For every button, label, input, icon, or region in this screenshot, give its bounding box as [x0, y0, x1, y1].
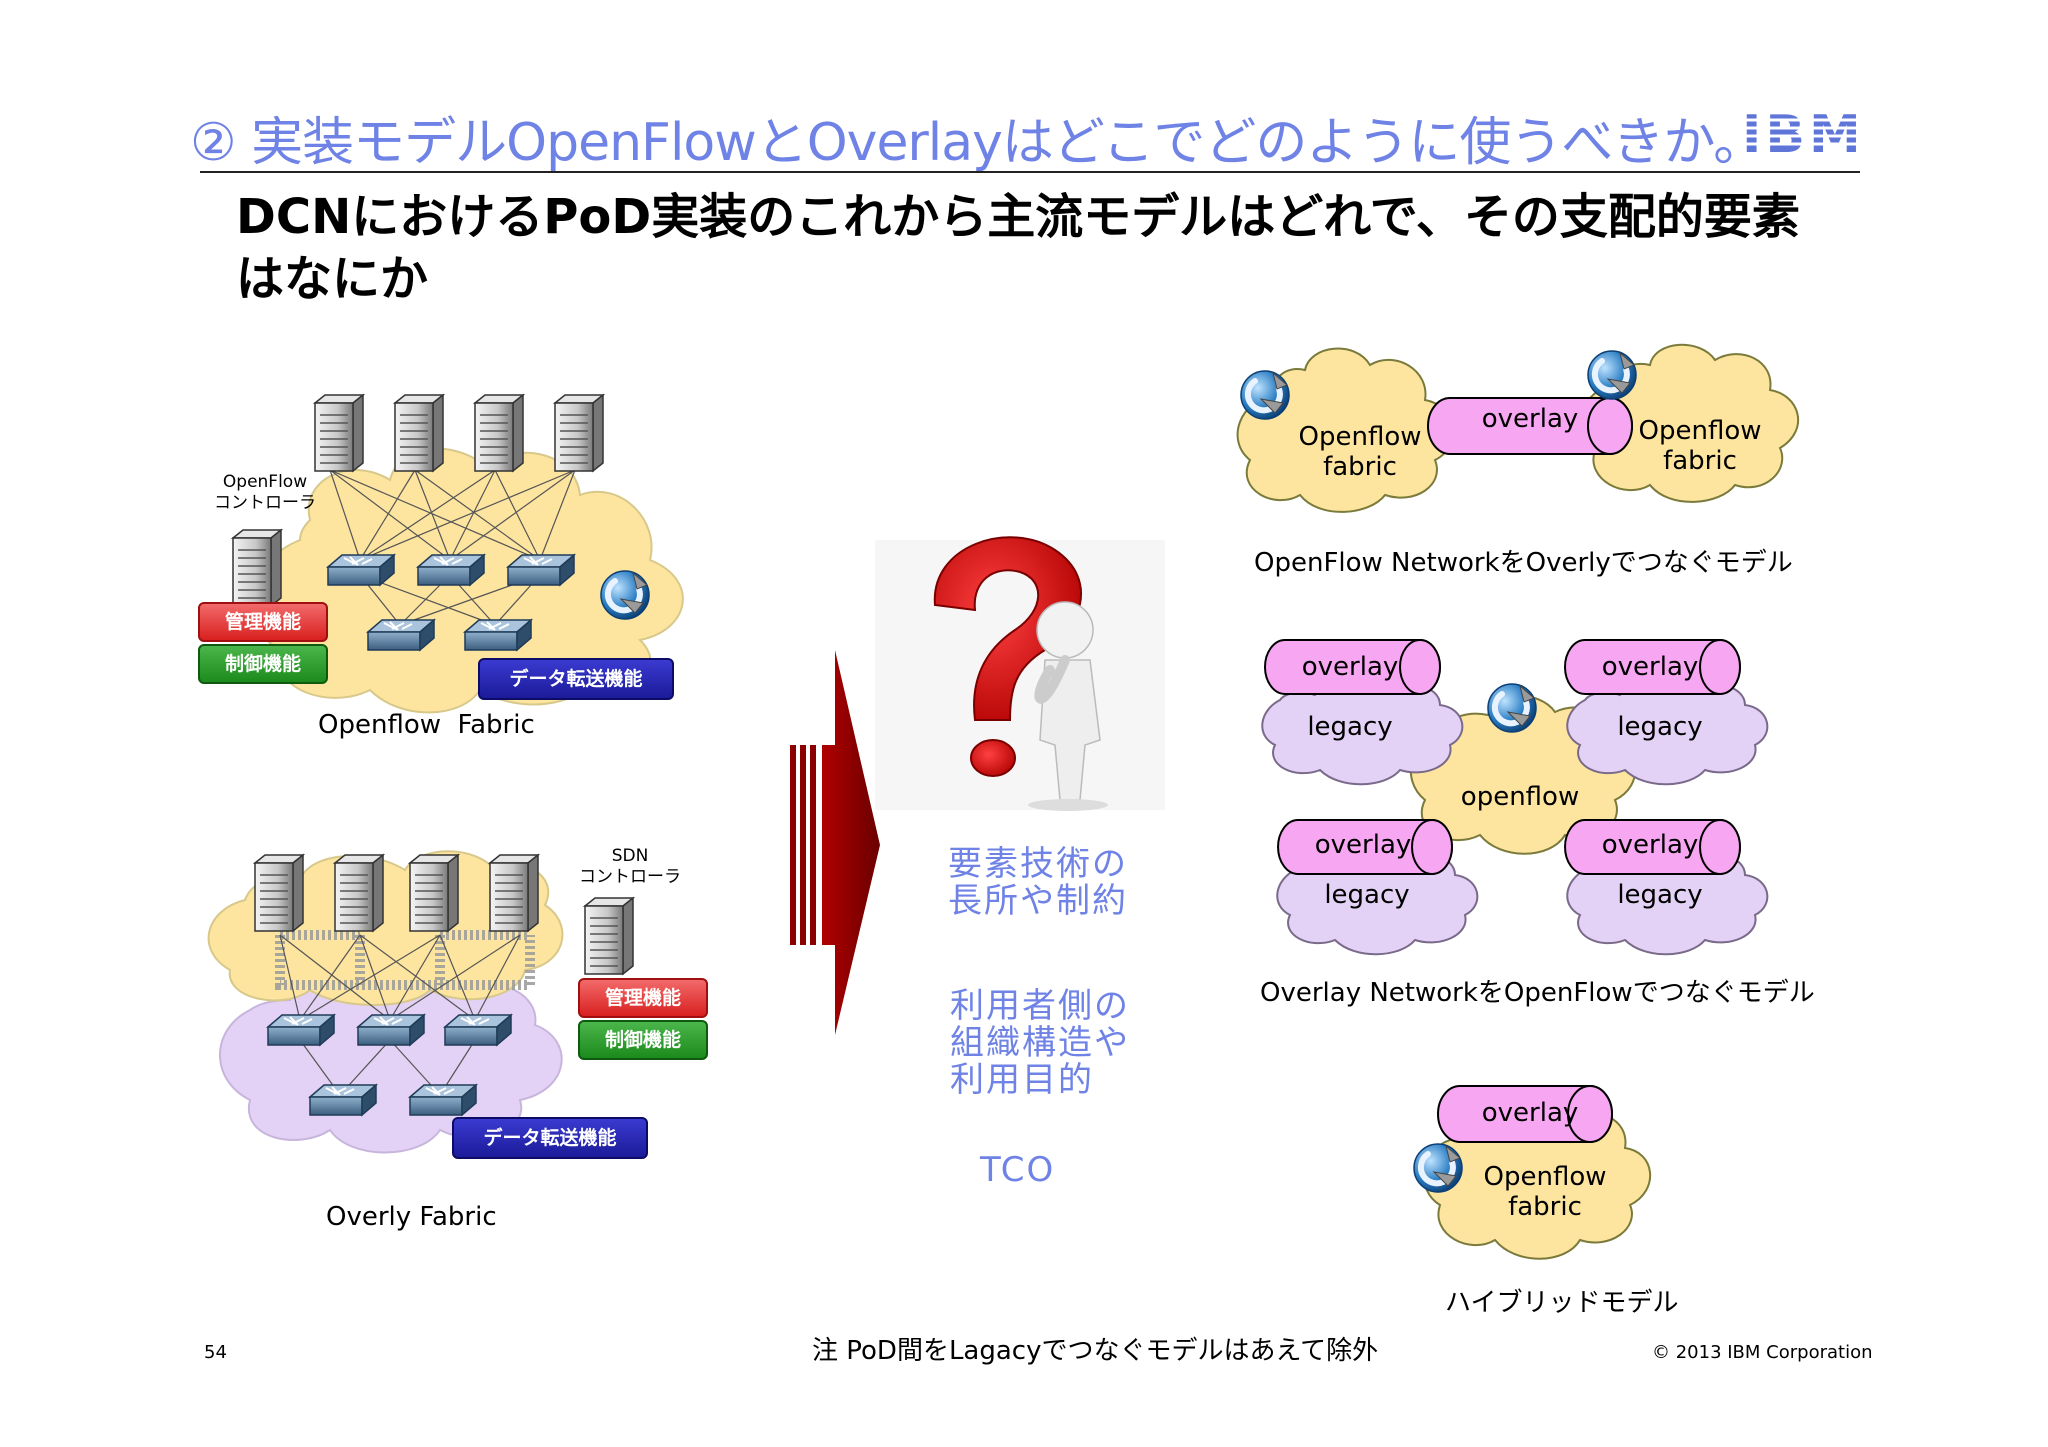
switch-icon	[367, 619, 435, 651]
slide-title: ② 実装モデルOpenFlowとOverlayはどこでどのように使うべきか。	[190, 113, 1765, 173]
openflow-control-function-box: 制御機能	[198, 644, 328, 684]
model2-diagram	[1261, 639, 1769, 956]
openflow-mgmt-function-box: 管理機能	[198, 602, 328, 642]
openflow-logo-icon	[1488, 684, 1536, 732]
footer-note: 注 PoD間をLagacyでつなぐモデルはあえて除外	[812, 1336, 1379, 1366]
model3-diagram	[1414, 1085, 1652, 1260]
server-icon	[474, 394, 524, 472]
overlay-fabric-diagram	[207, 850, 634, 1154]
switch-icon	[409, 1084, 477, 1116]
factor-user-organization: 利用者側の 組織構造や 利用目的	[950, 986, 1130, 1100]
switch-icon	[327, 554, 395, 586]
sdn-controller-label: SDN コントローラ	[579, 846, 681, 887]
switch-icon	[267, 1014, 335, 1046]
openflow-logo-icon	[1588, 351, 1636, 399]
factor-tco: TCO	[980, 1150, 1056, 1190]
switch-icon	[309, 1084, 377, 1116]
model2-tl-legacy-label: legacy	[1307, 712, 1393, 742]
server-icon	[394, 394, 444, 472]
model2-bl-overlay-label: overlay	[1314, 830, 1412, 860]
openflow-data-function-box: データ転送機能	[478, 658, 674, 700]
model2-bl-legacy-label: legacy	[1324, 880, 1410, 910]
overlay-mgmt-function-box: 管理機能	[578, 978, 708, 1018]
overlay-control-function-box: 制御機能	[578, 1020, 708, 1060]
model1-left-cloud-label: Openflow fabric	[1298, 422, 1422, 482]
server-icon	[489, 854, 539, 932]
model2-br-legacy-label: legacy	[1617, 880, 1703, 910]
server-icon	[409, 854, 459, 932]
model1-overlay-label: overlay	[1481, 404, 1579, 434]
openflow-logo-icon	[1414, 1144, 1462, 1192]
overlay-data-function-box: データ転送機能	[452, 1117, 648, 1159]
openflow-logo-icon	[601, 571, 649, 619]
model2-caption: Overlay NetworkをOpenFlowでつなぐモデル	[1260, 978, 1815, 1008]
model2-tr-overlay-label: overlay	[1601, 652, 1699, 682]
overlay-tunnels	[275, 930, 535, 990]
big-arrow	[790, 650, 880, 1035]
model2-br-overlay-label: overlay	[1601, 830, 1699, 860]
server-icon	[254, 854, 304, 932]
server-icon	[314, 394, 364, 472]
openflow-controller-label: OpenFlow コントローラ	[214, 472, 316, 513]
model1-caption: OpenFlow NetworkをOverlyでつなぐモデル	[1254, 548, 1793, 578]
model2-tl-overlay-label: overlay	[1301, 652, 1399, 682]
switch-icon	[357, 1014, 425, 1046]
model2-center-openflow-label: openflow	[1460, 782, 1580, 812]
model1-diagram	[1236, 343, 1799, 513]
switch-icon	[464, 619, 532, 651]
openflow-fabric-diagram	[232, 394, 684, 714]
copyright: © 2013 IBM Corporation	[1652, 1342, 1873, 1363]
model3-overlay-label: overlay	[1481, 1098, 1579, 1128]
page-number: 54	[204, 1342, 227, 1363]
controller-server-icon	[584, 897, 634, 975]
model1-right-cloud-label: Openflow fabric	[1638, 416, 1762, 476]
overlay-fabric-label: Overly Fabric	[326, 1202, 497, 1232]
model1-left-cloud	[1236, 347, 1454, 513]
switch-icon	[507, 554, 575, 586]
factor-tech-constraints: 要素技術の 長所や制約	[948, 844, 1128, 921]
model2-tr-legacy-label: legacy	[1617, 712, 1703, 742]
controller-server-icon	[232, 529, 282, 607]
server-icon	[334, 854, 384, 932]
model3-cloud-label: Openflow fabric	[1483, 1162, 1607, 1222]
switch-icon	[444, 1014, 512, 1046]
model1-right-cloud	[1580, 343, 1799, 503]
openflow-logo-icon	[1241, 371, 1289, 419]
ibm-logo: IBM	[1742, 105, 1872, 165]
server-icon	[554, 394, 604, 472]
model3-caption: ハイブリッドモデル	[1445, 1288, 1679, 1318]
switch-icon	[417, 554, 485, 586]
openflow-fabric-label: Openflow Fabric	[318, 710, 535, 740]
question-figure-icon	[875, 536, 1165, 811]
openflow-fabric-links	[329, 469, 576, 626]
title-divider	[200, 171, 1860, 173]
slide-subtitle: DCNにおけるPoD実装のこれから主流モデルはどれで、その支配的要素はなにか	[236, 189, 1800, 307]
